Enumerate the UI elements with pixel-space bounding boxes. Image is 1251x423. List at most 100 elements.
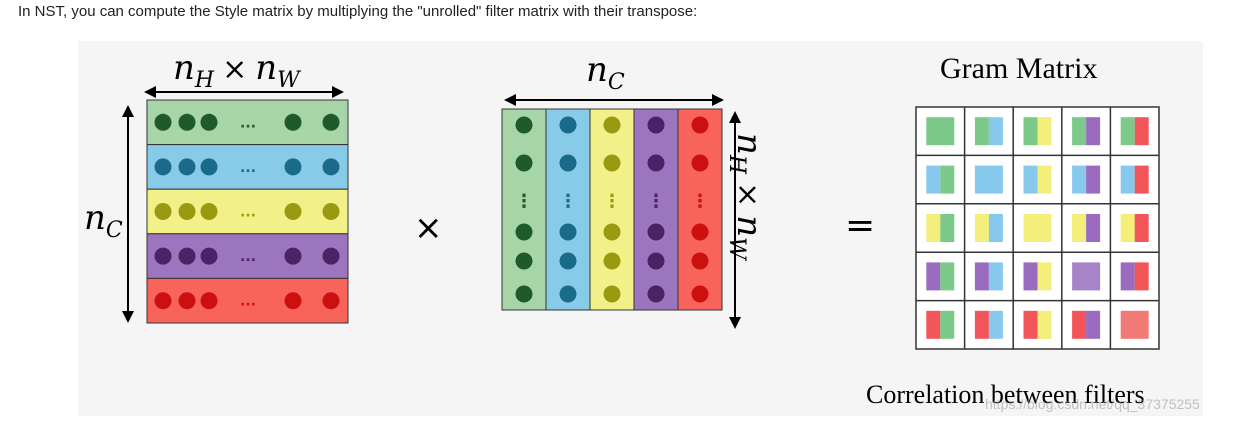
left-dot-blue-3 — [284, 158, 302, 176]
gram-cell-red-blue-left — [974, 310, 989, 339]
left-ellipsis-green: ... — [240, 115, 256, 131]
mid-side-times: × — [730, 182, 765, 207]
left-dot-purple-2 — [200, 247, 218, 265]
gram-cell-yellow-yellow — [1023, 214, 1052, 242]
intro-text: In NST, you can compute the Style matrix… — [18, 3, 698, 20]
gram-cell-blue-purple-left — [1072, 165, 1087, 194]
gram-cell-yellow-red-left — [1120, 214, 1135, 242]
left-dot-red-2 — [200, 292, 218, 310]
mid-dot-yellow-4 — [603, 285, 621, 303]
gram-cell-green-red-right — [1134, 117, 1149, 146]
mid-dot-blue-4 — [559, 285, 577, 303]
mid-vellipsis-red: ⋮ — [691, 191, 709, 212]
mid-dot-green-2 — [515, 223, 533, 241]
mid-vellipsis-yellow: ⋮ — [603, 191, 621, 212]
left-top-sub2: W — [277, 68, 302, 93]
gram-cell-red-green-right — [940, 310, 955, 339]
mid-dot-blue-2 — [559, 223, 577, 241]
gram-cell-blue-red-right — [1134, 165, 1149, 194]
left-side-sub: C — [106, 218, 123, 243]
figure-panel: ............... ⋮⋮⋮⋮⋮ nH×nW nC × nC nH×n… — [78, 41, 1203, 416]
left-dot-yellow-2 — [200, 203, 218, 220]
left-dot-green-3 — [284, 113, 302, 131]
left-dot-yellow-0 — [154, 203, 172, 220]
mid-side-n2: n — [729, 215, 769, 237]
gram-caption: Correlation between filters — [866, 380, 1145, 409]
gram-cell-purple-red-left — [1120, 262, 1135, 291]
gram-cell-green-blue-right — [988, 117, 1003, 146]
mid-dot-purple-1 — [647, 154, 665, 172]
mid-side-label: nH×nW — [724, 133, 769, 262]
gram-cell-red-purple-left — [1072, 310, 1087, 339]
gram-cell-green-yellow-left — [1023, 117, 1038, 146]
left-top-sub1: H — [194, 68, 215, 93]
gram-cell-green-green — [926, 117, 955, 146]
equals-sign: = — [845, 205, 875, 246]
mid-dot-green-1 — [515, 154, 533, 172]
watermark: https://blog.csdn.net/qq_37375255 — [985, 396, 1200, 412]
mid-side-sub2: W — [724, 237, 749, 262]
left-dot-blue-2 — [200, 158, 218, 176]
gram-cell-blue-green-left — [926, 165, 941, 194]
left-dot-blue-4 — [322, 158, 340, 176]
mid-side-n1: n — [729, 133, 769, 155]
gram-cell-blue-blue — [974, 165, 1003, 194]
gram-cell-yellow-blue-right — [988, 214, 1003, 242]
mid-col-red — [677, 108, 723, 311]
mid-dot-purple-2 — [647, 223, 665, 241]
left-top-label: nH×nW — [173, 48, 302, 93]
transposed-filter-matrix: ⋮⋮⋮⋮⋮ — [501, 108, 723, 311]
mid-vellipsis-green: ⋮ — [515, 191, 533, 212]
left-side-label: nC — [84, 198, 123, 243]
gram-cell-purple-purple — [1072, 262, 1101, 291]
mid-top-n: n — [586, 50, 608, 90]
mid-dot-blue-3 — [559, 252, 577, 270]
gram-matrix-grid — [915, 106, 1160, 350]
left-dot-green-1 — [178, 113, 196, 131]
left-dot-blue-0 — [154, 158, 172, 176]
gram-cell-red-yellow-left — [1023, 310, 1038, 339]
mid-dot-purple-3 — [647, 252, 665, 270]
mid-dot-purple-4 — [647, 285, 665, 303]
mid-dot-blue-1 — [559, 154, 577, 172]
mid-vellipsis-blue: ⋮ — [559, 191, 577, 212]
left-dot-blue-1 — [178, 158, 196, 176]
mid-side-sub1: H — [724, 154, 749, 175]
left-dot-yellow-1 — [178, 203, 196, 220]
mid-top-sub: C — [608, 70, 625, 95]
gram-cell-red-green-left — [926, 310, 941, 339]
gram-cell-blue-green-right — [940, 165, 955, 194]
gram-cell-purple-red-right — [1134, 262, 1149, 291]
nst-gram-diagram: ............... ⋮⋮⋮⋮⋮ nH×nW nC × nC nH×n… — [84, 48, 1160, 409]
left-dot-red-1 — [178, 292, 196, 310]
gram-cell-blue-red-left — [1120, 165, 1135, 194]
left-top-n2: n — [255, 48, 277, 88]
left-top-times: × — [222, 52, 247, 87]
gram-cell-red-red — [1120, 310, 1149, 339]
left-dot-red-3 — [284, 292, 302, 310]
left-ellipsis-blue: ... — [240, 160, 256, 176]
left-ellipsis-yellow: ... — [240, 205, 256, 221]
multiply-sign: × — [414, 208, 443, 248]
mid-col-green — [501, 108, 547, 311]
mid-dot-yellow-0 — [603, 116, 621, 134]
left-dot-purple-3 — [284, 247, 302, 265]
mid-dot-green-3 — [515, 252, 533, 270]
gram-title: Gram Matrix — [940, 52, 1097, 85]
gram-cell-yellow-purple-right — [1086, 214, 1101, 242]
left-dot-green-4 — [322, 113, 340, 131]
mid-dot-yellow-1 — [603, 154, 621, 172]
gram-cell-green-red-left — [1120, 117, 1135, 146]
mid-dot-yellow-3 — [603, 252, 621, 270]
mid-dot-green-0 — [515, 116, 533, 134]
gram-cell-purple-blue-left — [974, 262, 989, 291]
gram-cell-purple-yellow-left — [1023, 262, 1038, 291]
left-top-n1: n — [173, 48, 195, 88]
gram-cell-yellow-blue-left — [974, 214, 989, 242]
gram-cell-blue-yellow-right — [1037, 165, 1052, 194]
left-dot-red-0 — [154, 292, 172, 310]
mid-col-purple — [633, 108, 679, 311]
gram-cell-yellow-green-right — [940, 214, 955, 242]
mid-dot-red-2 — [691, 223, 709, 241]
gram-cell-red-purple-right — [1086, 310, 1101, 339]
